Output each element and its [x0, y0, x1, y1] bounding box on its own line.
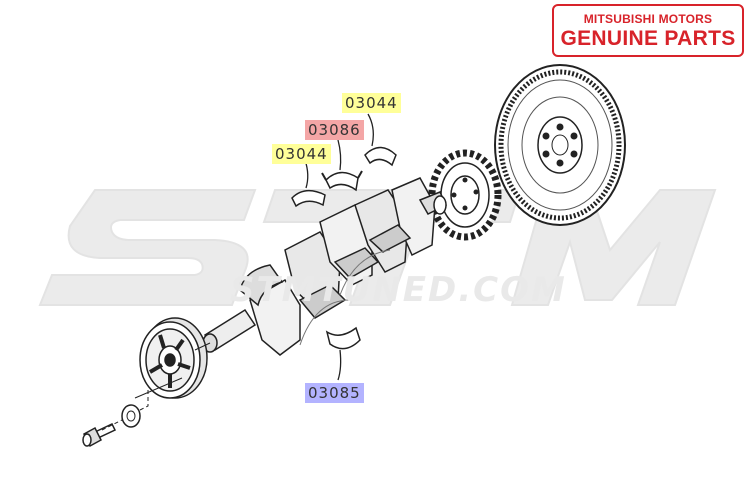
flywheel[interactable] — [494, 64, 626, 226]
assembly-lines — [101, 342, 211, 431]
watermark-letter-s — [38, 189, 257, 306]
thrust-bearing[interactable] — [321, 170, 363, 192]
callout-03085[interactable]: 03085 — [305, 383, 364, 403]
callout-03044-top[interactable]: 03044 — [342, 93, 401, 113]
crankshaft[interactable] — [202, 177, 447, 356]
callout-03086[interactable]: 03086 — [305, 120, 364, 140]
crank-bolt[interactable] — [82, 423, 117, 448]
brand-line1: MITSUBISHI MOTORS — [583, 12, 713, 26]
callout-03044-left[interactable]: 03044 — [272, 144, 331, 164]
watermark-tagline: STMTUNED.COM — [230, 270, 567, 310]
crank-pulley[interactable] — [139, 317, 208, 399]
genuine-parts-logo: MITSUBISHI MOTORS GENUINE PARTS — [552, 4, 744, 57]
main-bearing-upper-left[interactable] — [291, 189, 326, 208]
main-bearing-upper-right[interactable] — [364, 146, 397, 167]
washer[interactable] — [121, 404, 141, 428]
main-bearing-lower[interactable] — [325, 326, 361, 350]
reluctor-ring[interactable] — [428, 149, 502, 241]
brand-line2: GENUINE PARTS — [560, 27, 736, 50]
